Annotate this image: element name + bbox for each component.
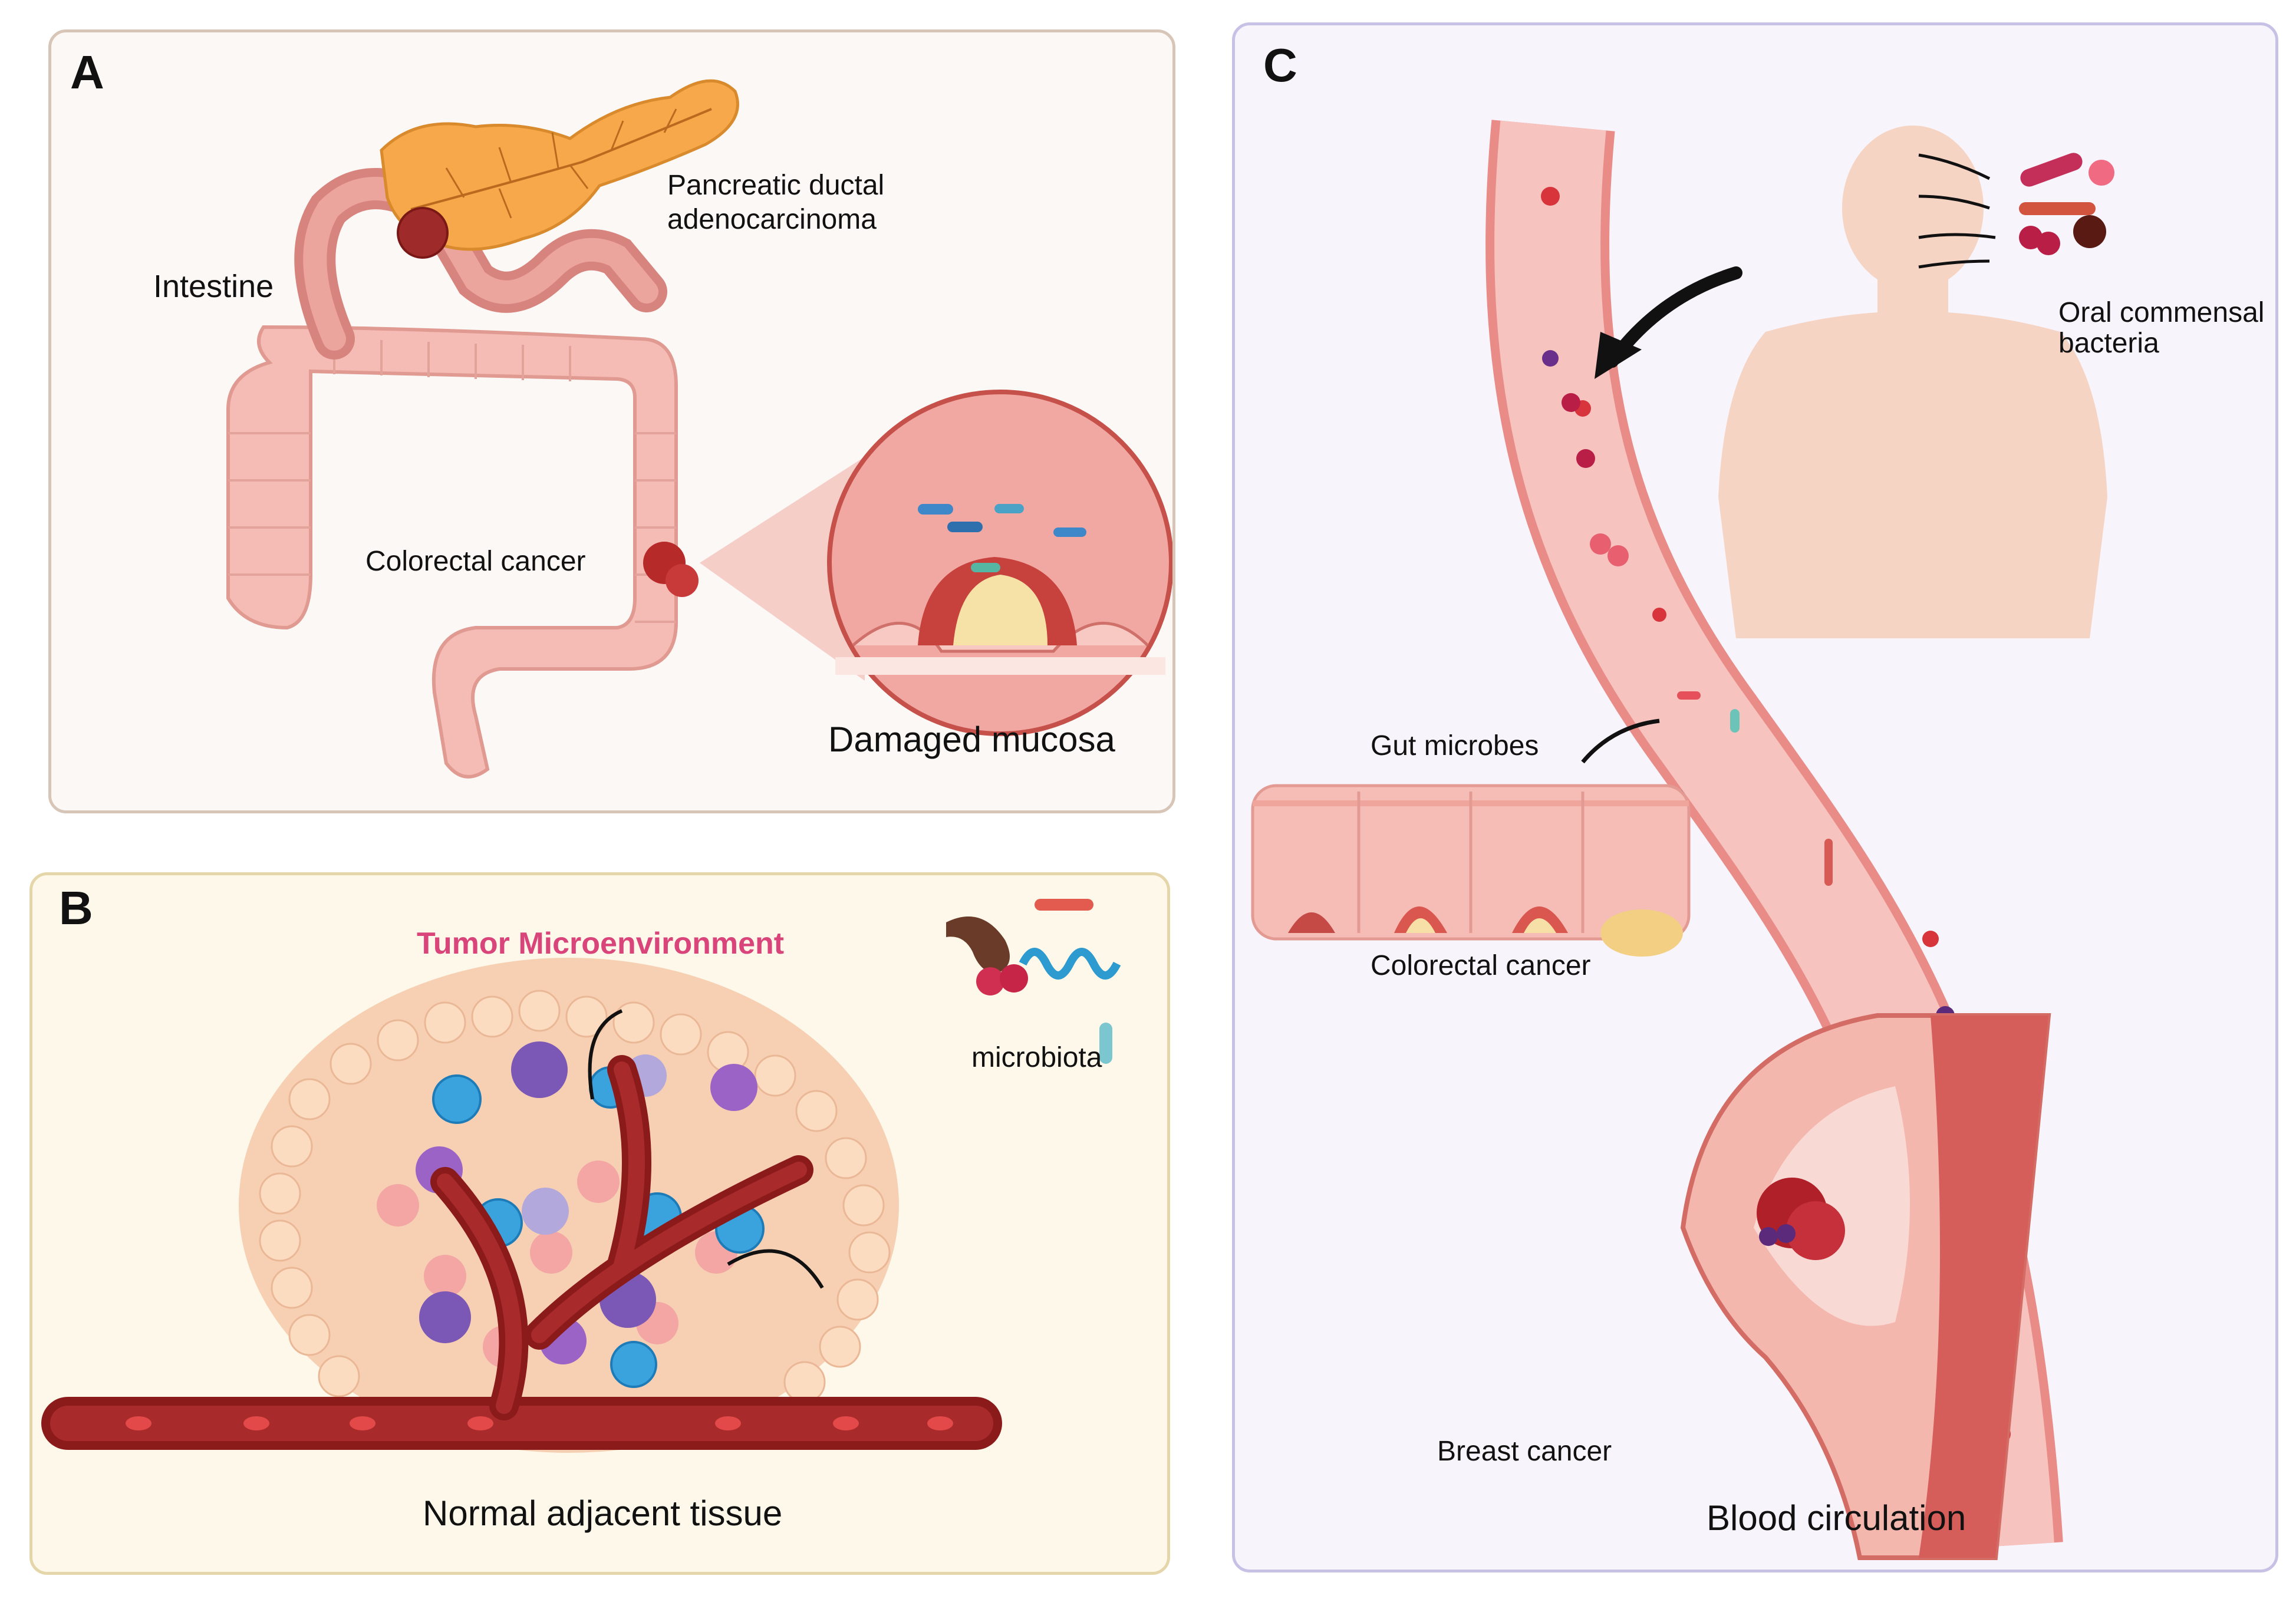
label-normal-adjacent-tissue: Normal adjacent tissue (423, 1494, 783, 1533)
panel-b-letter: B (59, 882, 93, 934)
pancreas (380, 79, 739, 251)
label-breast-cancer: Breast cancer (1437, 1436, 1612, 1467)
bacteria-cluster-a (918, 504, 1086, 572)
microbiota-icons (946, 899, 1121, 1064)
label-oral-line1: Oral commensal (2058, 297, 2265, 328)
label-microbiota: microbiota (971, 1042, 1102, 1073)
panel-a-letter: A (70, 46, 104, 98)
intestine-cross-section (1251, 784, 1691, 957)
callout-cone (700, 457, 865, 681)
label-colorectal-cancer-c: Colorectal cancer (1371, 950, 1591, 981)
pdac-tumor (397, 207, 449, 259)
label-damaged-mucosa: Damaged mucosa (828, 720, 1115, 759)
breast-illustration (1680, 1013, 2051, 1560)
human-silhouette (1718, 126, 2107, 638)
blood-vessel-tree (41, 1055, 1002, 1450)
panel-c: C (1232, 22, 2278, 1572)
label-tumor-microenvironment: Tumor Microenvironment (417, 927, 785, 961)
label-pancreatic-line2: adenocarcinoma (667, 204, 877, 235)
red-blood-cells (126, 1416, 953, 1430)
panel-a: A (48, 29, 1175, 813)
oral-bacteria-icons (2019, 153, 2114, 255)
label-oral-line2: bacteria (2058, 328, 2159, 359)
label-gut-microbes: Gut microbes (1371, 730, 1539, 761)
damaged-mucosa-inset (827, 390, 1172, 736)
breast-tumor (1757, 1178, 1845, 1260)
label-blood-circulation: Blood circulation (1707, 1498, 1966, 1538)
tumor-cell-mass (239, 958, 899, 1453)
colon-haustra (228, 339, 676, 623)
label-pancreatic-line1: Pancreatic ductal (667, 170, 885, 201)
bacteria-entry-arrows (588, 1009, 824, 1289)
colon-illustration (226, 325, 678, 779)
panel-b-illustration (41, 899, 1121, 1453)
panel-c-illustration (1251, 120, 2114, 1560)
label-intestine: Intestine (153, 269, 274, 304)
panel-b: B (29, 872, 1170, 1575)
panel-a-illustration (226, 79, 1172, 779)
label-colorectal-cancer-a: Colorectal cancer (365, 546, 586, 577)
exhale-arrows (1918, 153, 1996, 269)
panel-c-letter: C (1263, 39, 1297, 91)
